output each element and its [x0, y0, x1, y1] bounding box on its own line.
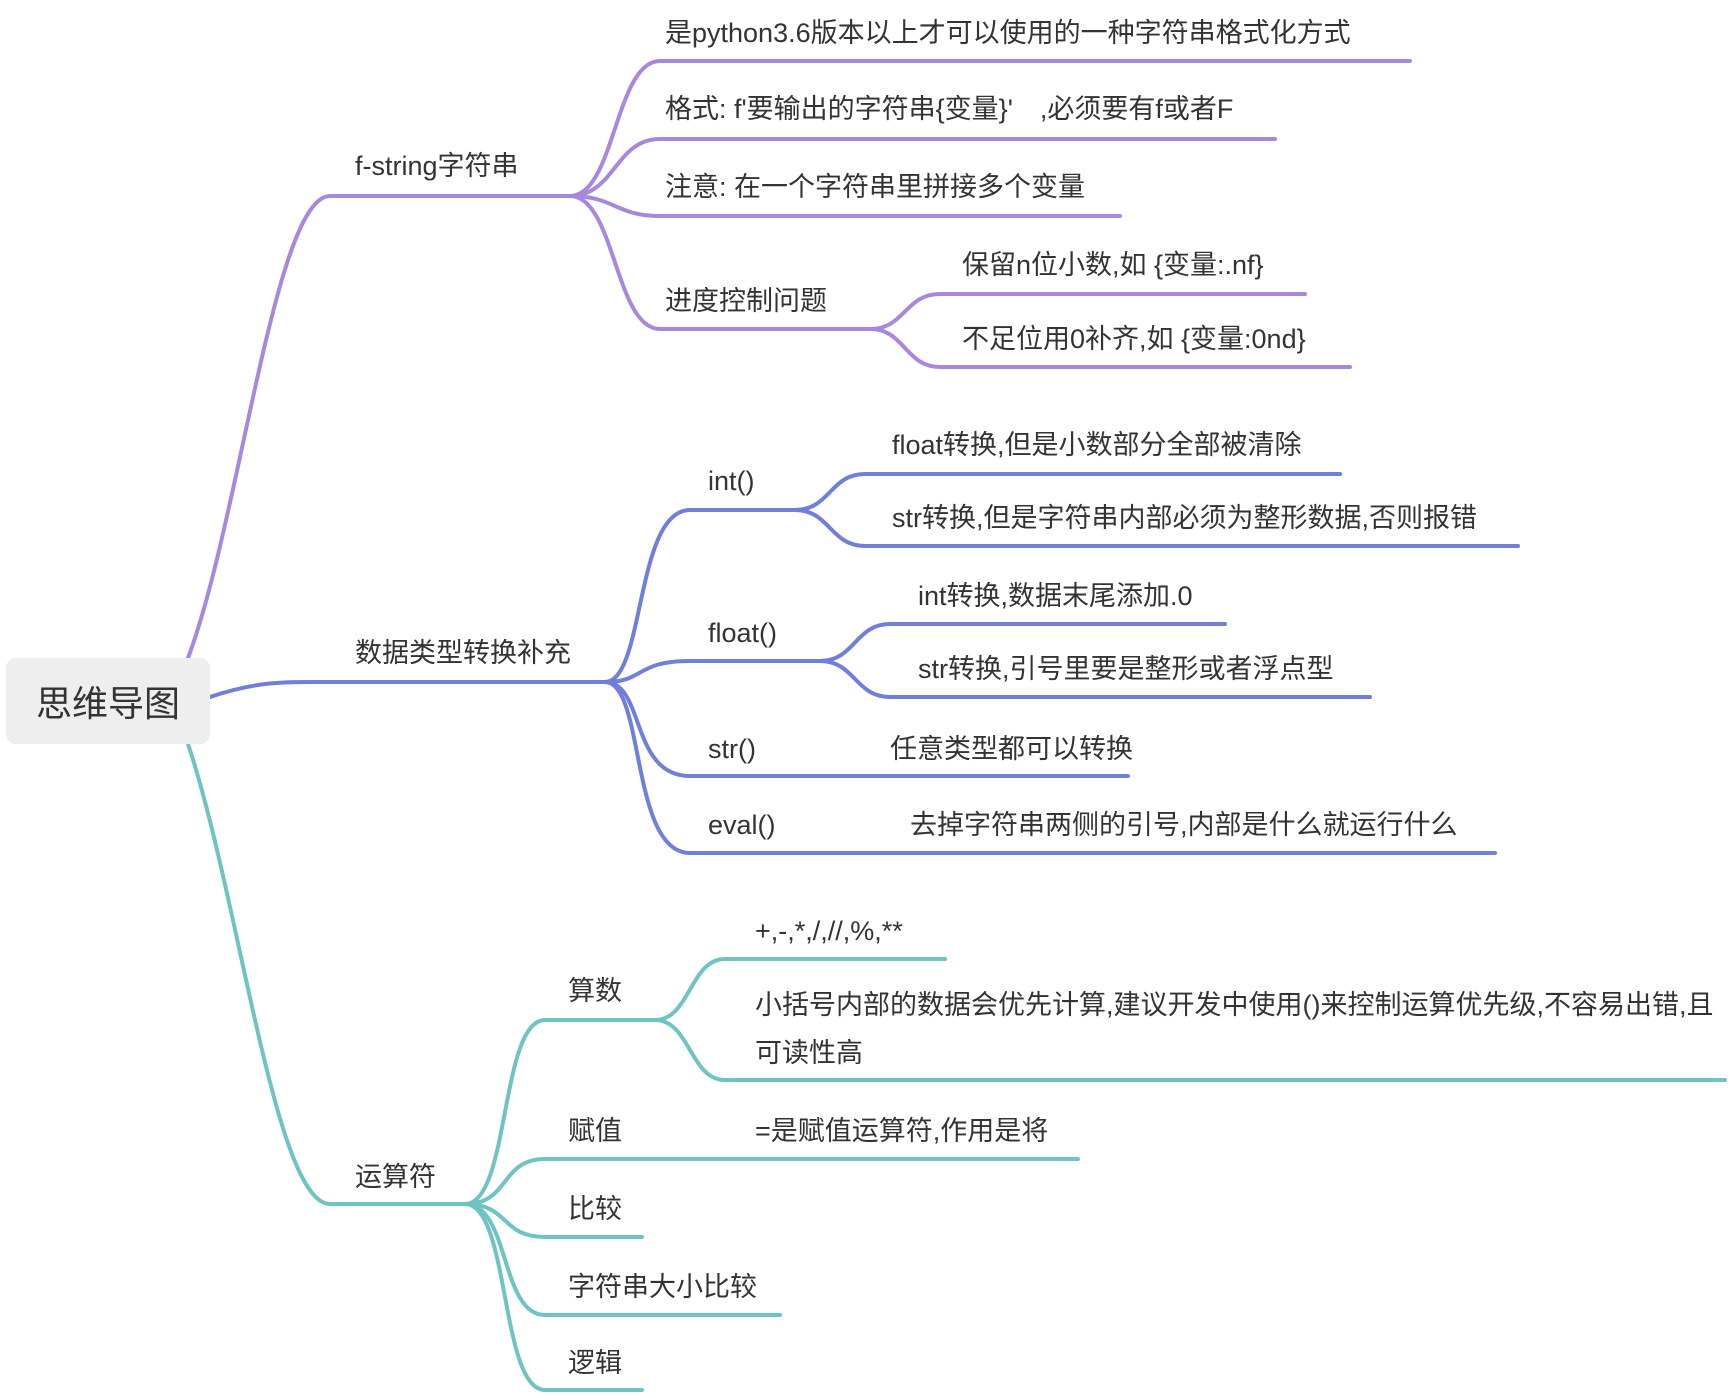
connector-progress-item2 [868, 327, 1352, 369]
connector-conversion-float [603, 659, 822, 684]
topic-arith-item[interactable]: 小括号内部的数据会优先计算,建议开发中使用()来控制运算优先级,不容易出错,且可… [755, 990, 1714, 1068]
topic-arith[interactable]: 算数 [568, 976, 622, 1006]
topic-float[interactable]: float() [708, 618, 778, 648]
connector-operators-arith [463, 1018, 657, 1206]
topic-int-item[interactable]: float转换,但是小数部分全部被清除 [892, 430, 1302, 460]
connector-float-item2 [818, 659, 1372, 699]
connector-operators-logic [463, 1202, 644, 1392]
connector-operators-strcompare [463, 1202, 782, 1317]
connector-fstring-item2 [568, 137, 1277, 198]
topic-int[interactable]: int() [708, 466, 755, 496]
topic-logic[interactable]: 逻辑 [568, 1348, 622, 1378]
topic-strcompare[interactable]: 字符串大小比较 [568, 1272, 757, 1302]
topic-compare[interactable]: 比较 [568, 1194, 622, 1224]
topic-operators[interactable]: 运算符 [355, 1162, 436, 1192]
topic-arith-item[interactable]: +,-,*,/,//,%,** [755, 916, 903, 946]
connector-float-item1 [818, 622, 1227, 663]
connector-conversion-eval [603, 680, 1497, 855]
topic-float-item[interactable]: str转换,引号里要是整形或者浮点型 [918, 654, 1334, 684]
topic-fstring-item[interactable]: 注意: 在一个字符串里拼接多个变量 [665, 172, 1086, 202]
topic-progress-control[interactable]: 进度控制问题 [665, 286, 827, 316]
connector-root-conversion [208, 679, 607, 699]
topic-conversion[interactable]: 数据类型转换补充 [355, 638, 571, 668]
connector-int-item2 [793, 508, 1520, 548]
topic-int-item[interactable]: str转换,但是字符串内部必须为整形数据,否则报错 [892, 503, 1477, 533]
topic-str[interactable]: str() [708, 734, 756, 764]
connector-fstring-item1 [568, 59, 1412, 198]
connector-operators-assign [463, 1157, 1080, 1206]
topic-fstring-item[interactable]: 格式: f'要输出的字符串{变量}' ,必须要有f或者F [665, 94, 1234, 124]
connector-progress-item1 [868, 292, 1307, 331]
connector-operators-compare [463, 1202, 644, 1239]
connector-conversion-str [603, 680, 1130, 778]
topic-float-item[interactable]: int转换,数据末尾添加.0 [918, 581, 1193, 611]
central-topic[interactable]: 思维导图 [6, 658, 210, 744]
connector-fstring-progress [568, 194, 872, 331]
topic-eval-desc[interactable]: 去掉字符串两侧的引号,内部是什么就运行什么 [910, 810, 1458, 840]
connector-root-fstring [186, 194, 572, 660]
topic-fstring-item[interactable]: 是python3.6版本以上才可以使用的一种字符串格式化方式 [665, 18, 1351, 48]
connector-arith-item1 [653, 957, 947, 1022]
topic-str-desc[interactable]: 任意类型都可以转换 [890, 734, 1133, 764]
topic-assign[interactable]: 赋值 [568, 1116, 622, 1146]
topic-assign-desc[interactable]: =是赋值运算符,作用是将 [755, 1116, 1049, 1146]
topic-fstring[interactable]: f-string字符串 [355, 151, 519, 181]
connector-arith-item2 [653, 1018, 1727, 1082]
connector-root-operators [186, 742, 467, 1206]
connector-conversion-int [603, 508, 797, 684]
topic-eval[interactable]: eval() [708, 810, 776, 840]
topic-progress-item[interactable]: 不足位用0补齐,如 {变量:0nd} [962, 324, 1306, 354]
connector-fstring-item3 [568, 194, 1122, 218]
connector-int-item1 [793, 472, 1342, 512]
topic-progress-item[interactable]: 保留n位小数,如 {变量:.nf} [962, 250, 1264, 280]
